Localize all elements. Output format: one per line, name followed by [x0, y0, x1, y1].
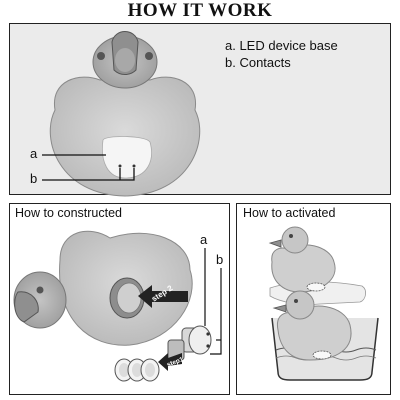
duck-assembly-view — [13, 230, 212, 382]
label-b-top: b — [30, 171, 38, 186]
legend-item-a: a. LED device base — [225, 38, 338, 53]
label-a-assembly: a — [200, 232, 208, 247]
label-a-top: a — [30, 146, 38, 161]
constructed-panel — [9, 203, 230, 395]
label-b-assembly: b — [216, 252, 224, 267]
top-leader-lines — [42, 154, 135, 181]
legend: a. LED device base b. Contacts — [225, 37, 338, 71]
activated-title: How to activated — [243, 206, 336, 220]
duck-bottom-view — [49, 31, 201, 197]
legend-item-b: b. Contacts — [225, 55, 291, 70]
duck-water-activation — [271, 290, 379, 381]
constructed-title: How to constructed — [15, 206, 122, 220]
activated-panel — [236, 203, 391, 395]
page-title: HOW IT WORK — [127, 0, 273, 21]
assembly-leader-lines — [204, 248, 222, 355]
